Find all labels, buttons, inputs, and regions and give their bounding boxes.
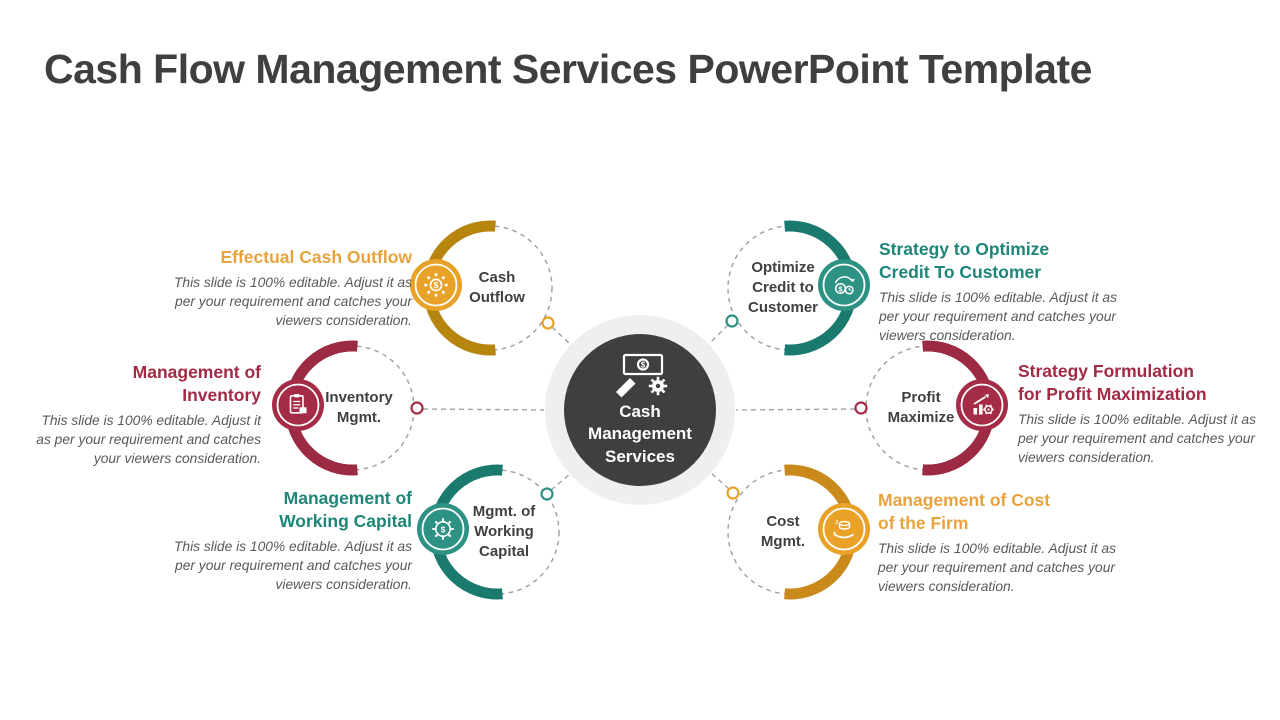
svg-text:$: $ xyxy=(641,361,646,370)
caption-cash-outflow: Effectual Cash Outflow This slide is 100… xyxy=(172,246,412,330)
node-label: Profit Maximize xyxy=(887,389,955,426)
svg-text:$: $ xyxy=(838,284,843,293)
connector-middle-left xyxy=(422,408,545,411)
caption-cost-management: Management of Cost of the Firm This slid… xyxy=(878,489,1118,596)
cash-management-icon: $ xyxy=(616,354,668,398)
caption-heading: Credit To Customer xyxy=(879,261,1042,282)
node-label: Optimize Credit to Customer xyxy=(747,259,818,316)
node-profit-maximize: Profit Maximize xyxy=(853,333,1008,483)
hub-label: Cash Management Services xyxy=(588,402,692,466)
node-label: Cash Outflow xyxy=(469,269,525,306)
caption-heading: Management of Cost xyxy=(878,490,1051,510)
caption-working-capital: Management of Working Capital This slide… xyxy=(172,487,412,594)
caption-heading: Effectual Cash Outflow xyxy=(220,247,412,267)
caption-profit-maximize: Strategy Formulation for Profit Maximiza… xyxy=(1018,360,1258,467)
node-optimize-credit: $ Optimize Credit to Customer xyxy=(715,213,870,363)
caption-heading: of the Firm xyxy=(878,512,969,533)
node-cost-management: Cost Mgmt. xyxy=(715,457,870,607)
svg-text:$: $ xyxy=(434,280,439,290)
working-capital-icon: $ xyxy=(417,503,469,555)
caption-optimize-credit: Strategy to Optimize Credit To Customer … xyxy=(879,238,1119,345)
node-label: Mgmt. of Working Capital xyxy=(472,503,536,560)
caption-heading: Management of xyxy=(283,488,412,508)
caption-inventory: Management of Inventory This slide is 10… xyxy=(33,361,261,468)
slide-title: Cash Flow Management Services PowerPoint… xyxy=(44,46,1092,92)
inventory-icon xyxy=(272,379,324,431)
caption-body: This slide is 100% editable. Adjust it a… xyxy=(1018,411,1256,465)
caption-heading: Inventory xyxy=(182,384,261,405)
caption-body: This slide is 100% editable. Adjust it a… xyxy=(174,274,412,328)
node-inventory-management: Inventory Mgmt. xyxy=(272,333,427,483)
caption-heading: Strategy to Optimize xyxy=(879,239,1050,259)
caption-body: This slide is 100% editable. Adjust it a… xyxy=(36,412,261,466)
node-label: Inventory Mgmt. xyxy=(325,389,393,426)
credit-customer-icon: $ xyxy=(818,259,870,311)
caption-heading: Working Capital xyxy=(279,510,412,531)
cost-management-icon xyxy=(818,503,870,555)
caption-body: This slide is 100% editable. Adjust it a… xyxy=(879,289,1117,343)
profit-maximize-icon xyxy=(956,379,1008,431)
cash-outflow-icon: $ xyxy=(410,259,462,311)
node-cash-outflow: $ Cash Outflow xyxy=(410,213,565,363)
hub-circle: $ Cash Management Services xyxy=(564,334,716,486)
caption-heading: Management of xyxy=(132,362,261,382)
node-working-capital: $ Mgmt. of Working Capital xyxy=(417,457,572,607)
caption-heading: Strategy Formulation xyxy=(1018,361,1194,381)
caption-body: This slide is 100% editable. Adjust it a… xyxy=(878,540,1116,594)
caption-heading: for Profit Maximization xyxy=(1018,383,1207,404)
hub-cash-management-services: $ Cash Management Services xyxy=(545,315,735,505)
node-label: Cost Mgmt. xyxy=(760,513,806,550)
svg-text:$: $ xyxy=(441,524,446,534)
connector-middle-right xyxy=(735,408,856,411)
caption-body: This slide is 100% editable. Adjust it a… xyxy=(174,538,412,592)
